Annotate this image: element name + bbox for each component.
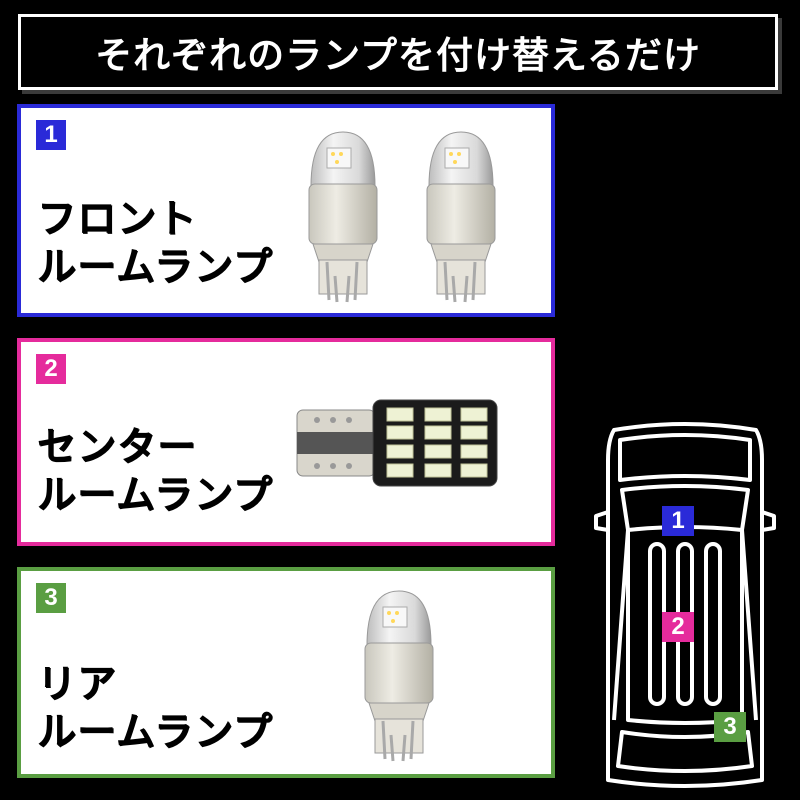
number-badge-2: 2: [36, 354, 66, 384]
panel-front-room-lamp: 1 フロント ルームランプ: [17, 104, 555, 317]
t10-led-bulb-icon: [364, 590, 434, 762]
panel-label-front: フロント ルームランプ: [37, 196, 273, 292]
panel-label-rear: リア ルームランプ: [37, 661, 273, 757]
panel-label-center: センター ルームランプ: [37, 424, 273, 520]
car-marker-2: 2: [662, 612, 694, 642]
label-line-2: ルームランプ: [37, 473, 273, 518]
car-top-view: 1 2 3: [592, 420, 778, 796]
t10-led-bulb-icon: [426, 131, 496, 303]
t10-led-bulb-icon: [308, 131, 378, 303]
page-title: それぞれのランプを付け替えるだけ: [95, 34, 701, 77]
title-banner: それぞれのランプを付け替えるだけ: [18, 14, 778, 90]
number-badge-1: 1: [36, 120, 66, 150]
car-marker-3: 3: [714, 712, 746, 742]
label-line-1: センター: [37, 425, 198, 470]
label-line-1: フロント: [37, 197, 198, 242]
label-line-2: ルームランプ: [37, 245, 273, 290]
label-line-2: ルームランプ: [37, 710, 273, 755]
car-marker-1: 1: [662, 506, 694, 536]
number-badge-3: 3: [36, 583, 66, 613]
led-board-bulb-icon: [296, 399, 498, 487]
panel-center-room-lamp: 2 センター ルームランプ: [17, 338, 555, 546]
label-line-1: リア: [37, 662, 118, 707]
car-outline-icon: [594, 422, 776, 788]
panel-rear-room-lamp: 3 リア ルームランプ: [17, 567, 555, 778]
